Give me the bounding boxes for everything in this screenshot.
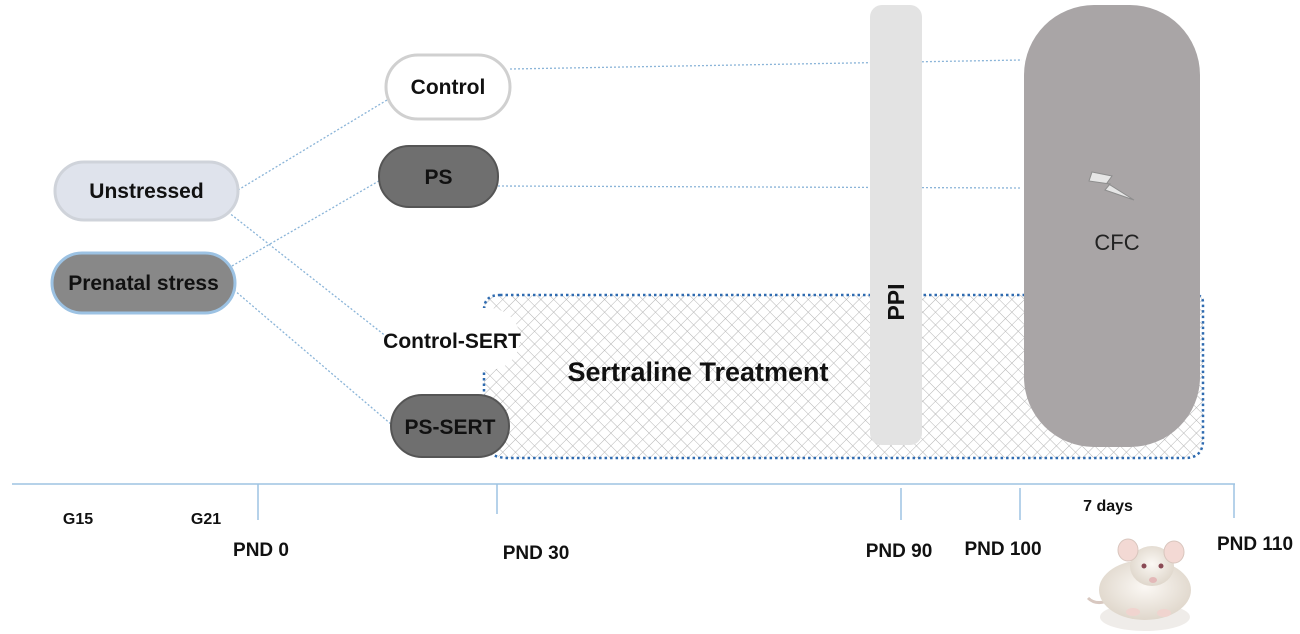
sertraline-treatment-region: Sertraline Treatment [482, 293, 1205, 460]
svg-text:Prenatal stress: Prenatal stress [68, 272, 219, 295]
group-control-sert: Control-SERT [383, 308, 521, 370]
timeline: G15 G21 PND 0 PND 30 PND 90 PND 100 PND … [12, 483, 1293, 564]
ppi-label: PPI [883, 283, 909, 320]
label-g15: G15 [63, 511, 93, 528]
svg-text:PS: PS [424, 166, 452, 189]
label-7-days: 7 days [1083, 498, 1133, 515]
label-pnd30: PND 30 [503, 543, 570, 564]
group-ps-sert: PS-SERT [390, 394, 510, 458]
group-connectors [227, 59, 1023, 426]
label-pnd110: PND 110 [1217, 534, 1293, 555]
svg-text:Control-SERT: Control-SERT [383, 330, 521, 353]
group-prenatal-stress: Prenatal stress [50, 251, 237, 315]
connector-unstressed-control [237, 96, 393, 191]
svg-text:Unstressed: Unstressed [89, 180, 203, 203]
connector-unstressed-control-sert [227, 211, 388, 338]
label-pnd100: PND 100 [964, 539, 1041, 560]
connector-prenatal-ps [231, 177, 385, 267]
svg-text:PS-SERT: PS-SERT [404, 416, 495, 439]
label-pnd90: PND 90 [866, 541, 933, 562]
cfc-label: CFC [1094, 230, 1139, 255]
group-control: Control [384, 53, 512, 121]
ppi-test-bar: PPI [870, 5, 922, 445]
group-unstressed: Unstressed [53, 160, 240, 222]
lightning-bolt-icon [1088, 171, 1135, 201]
group-ps: PS [378, 145, 499, 208]
sertraline-treatment-label: Sertraline Treatment [567, 357, 828, 387]
cfc-test-block: CFC [1024, 5, 1200, 447]
connector-ps-cfc [497, 185, 1021, 189]
label-g21: G21 [191, 511, 221, 528]
connector-control-cfc [509, 59, 1023, 70]
label-pnd0: PND 0 [233, 540, 289, 561]
connector-prenatal-ps-sert [233, 289, 393, 426]
svg-text:Control: Control [411, 76, 486, 99]
rat-icon [1086, 538, 1191, 631]
